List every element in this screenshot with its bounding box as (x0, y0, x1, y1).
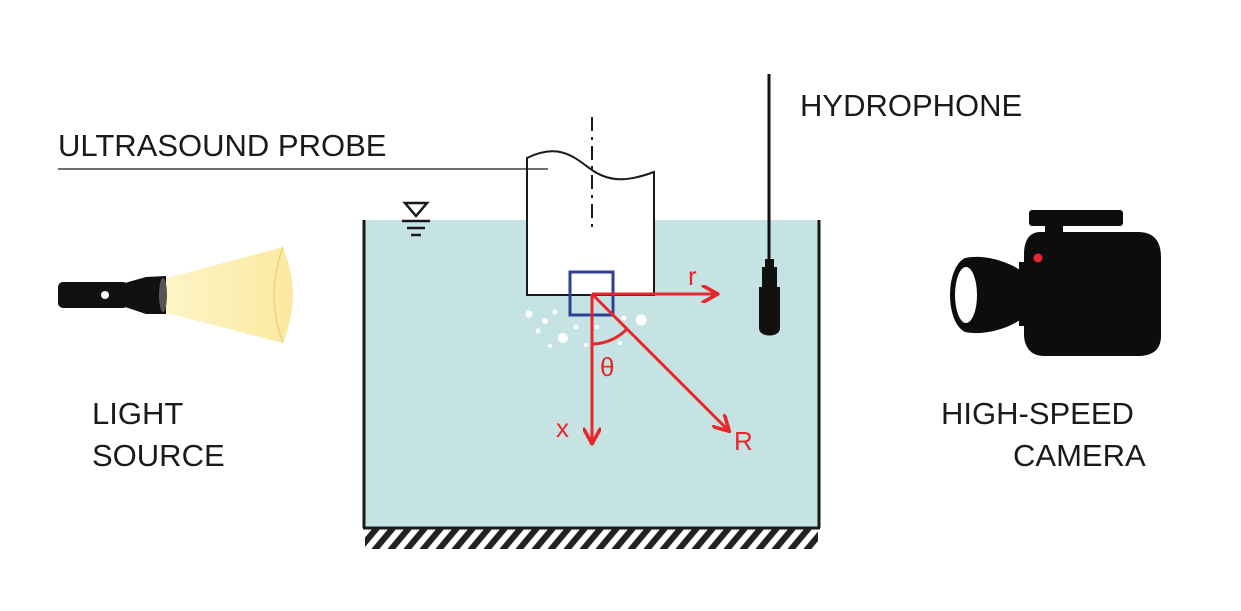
coordinate-axes (592, 294, 728, 442)
cavitation-bubbles (525, 309, 647, 348)
light-source-label-line2: SOURCE (92, 438, 225, 473)
ground-hatch (365, 529, 818, 549)
light-beam (163, 247, 293, 343)
theta-label: θ (600, 352, 614, 382)
light-source (58, 246, 293, 344)
camera-record-indicator (1033, 253, 1043, 263)
flashlight-icon (58, 276, 167, 314)
water-level-symbol (402, 201, 430, 237)
camera-icon (950, 210, 1161, 356)
hydrophone (759, 74, 780, 336)
r-label: r (688, 261, 697, 291)
ultrasound-probe (526, 117, 655, 296)
R-label: R (734, 426, 753, 456)
theta-arc (591, 327, 629, 346)
ultrasound-probe-label: ULTRASOUND PROBE (58, 128, 386, 163)
camera-lens (955, 267, 977, 323)
camera-label-line1: HIGH-SPEED (941, 396, 1134, 431)
light-source-label-line1: LIGHT (92, 396, 183, 431)
camera-label-line2: CAMERA (1013, 438, 1146, 473)
hydrophone-label: HYDROPHONE (800, 88, 1022, 123)
x-label: x (556, 413, 569, 443)
R-vector-arrow (590, 292, 728, 430)
